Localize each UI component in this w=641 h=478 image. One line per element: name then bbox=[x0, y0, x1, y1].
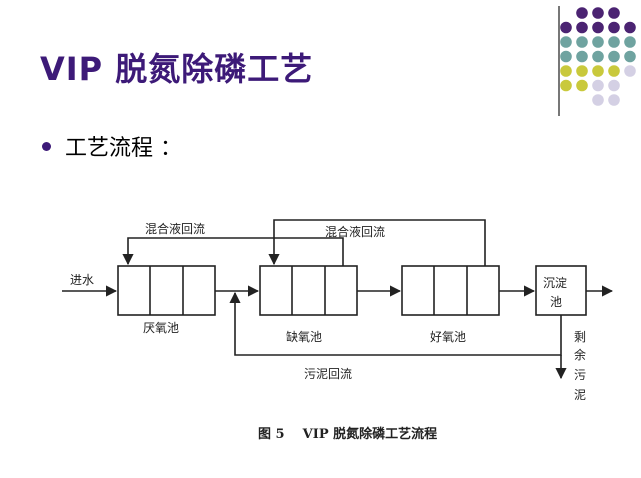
decorative-dot bbox=[592, 7, 604, 19]
decorative-dot bbox=[560, 79, 572, 92]
clarifier-label-line1: 沉淀 bbox=[543, 276, 567, 290]
bullet-dot-icon bbox=[42, 141, 51, 151]
decorative-dot bbox=[560, 65, 572, 77]
recycle-label-1: 混合液回流 bbox=[145, 221, 205, 236]
decorative-dot bbox=[576, 65, 588, 77]
decorative-dot bbox=[576, 21, 588, 34]
anoxic-tank bbox=[259, 265, 358, 316]
mixed-liquor-recycle-2 bbox=[268, 219, 486, 266]
decorative-dot bbox=[608, 36, 620, 48]
title-divider-line bbox=[558, 6, 560, 116]
anaerobic-tank-label: 厌氧池 bbox=[143, 321, 179, 335]
aerobic-tank bbox=[401, 265, 500, 316]
decorative-dot bbox=[608, 79, 620, 92]
decorative-dot bbox=[624, 21, 636, 34]
excess-sludge-char-3: 污 bbox=[574, 368, 586, 382]
decorative-dot bbox=[608, 21, 620, 34]
bullet-text: 工艺流程 ： bbox=[65, 136, 182, 161]
mixed-liquor-recycle-1 bbox=[122, 237, 344, 266]
excess-sludge-char-2: 余 bbox=[574, 347, 586, 362]
decorative-dot bbox=[560, 21, 572, 34]
excess-sludge-char-4: 泥 bbox=[574, 388, 586, 402]
slide-title: VIP 脱氮除磷工艺 bbox=[40, 50, 314, 88]
anaerobic-tank bbox=[117, 265, 216, 316]
inlet-label: 进水 bbox=[70, 273, 94, 287]
anoxic-tank-label: 缺氧池 bbox=[286, 329, 322, 344]
decorative-dot bbox=[608, 50, 620, 63]
decorative-dot bbox=[560, 36, 572, 48]
decorative-dot bbox=[592, 79, 604, 92]
decorative-dot bbox=[624, 50, 636, 63]
decorative-dot bbox=[560, 50, 572, 63]
decorative-dot bbox=[576, 7, 588, 19]
clarifier-label-line2: 池 bbox=[550, 295, 562, 309]
decorative-dot bbox=[576, 50, 588, 63]
sludge-return-line bbox=[229, 291, 562, 356]
decorative-dot bbox=[576, 79, 588, 92]
decorative-dot bbox=[608, 7, 620, 19]
recycle-label-2: 混合液回流 bbox=[325, 224, 385, 239]
decorative-dot bbox=[592, 50, 604, 63]
bullet-item: 工艺流程 ： bbox=[42, 130, 182, 162]
decorative-dot bbox=[592, 65, 604, 77]
decorative-dot bbox=[576, 36, 588, 48]
decorative-dot bbox=[624, 65, 636, 77]
decorative-dot bbox=[608, 65, 620, 77]
excess-sludge-char-1: 剩 bbox=[574, 330, 586, 344]
decorative-dot bbox=[592, 36, 604, 48]
clarifier-tank bbox=[535, 265, 587, 316]
figure-caption: 图 5 VIP 脱氮除磷工艺流程 bbox=[258, 426, 437, 442]
decorative-dot bbox=[592, 94, 604, 106]
sludge-return-label: 污泥回流 bbox=[304, 367, 352, 381]
decorative-dot bbox=[592, 21, 604, 34]
aerobic-tank-label: 好氧池 bbox=[430, 330, 466, 344]
decorative-dot bbox=[608, 94, 620, 106]
decorative-dot bbox=[624, 36, 636, 48]
